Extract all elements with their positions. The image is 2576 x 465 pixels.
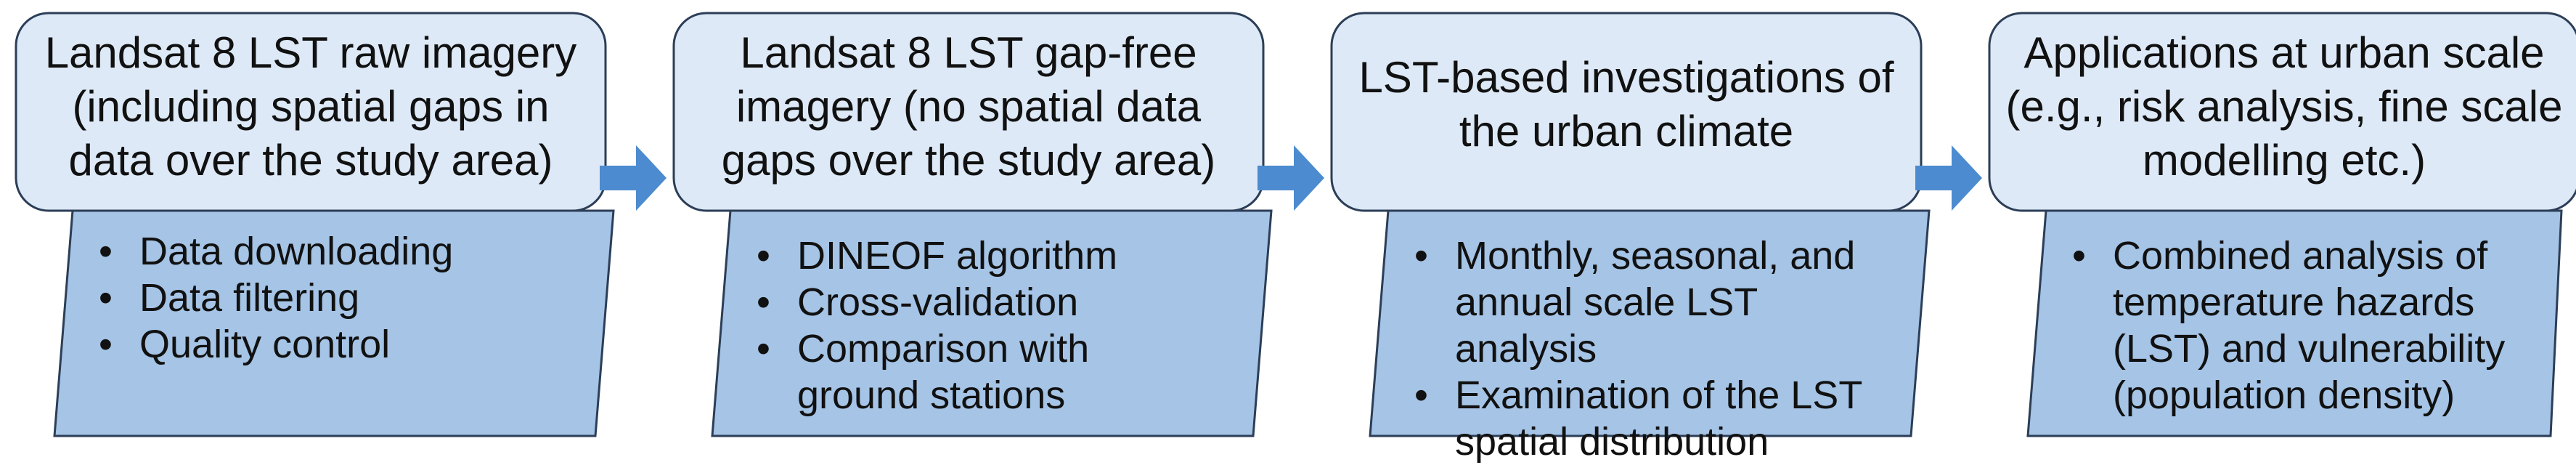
header-line: modelling etc.) — [2142, 136, 2426, 185]
bullet-item: Cross-validation — [752, 279, 1246, 326]
stage-4-header-box — [1988, 12, 2576, 212]
bullet-line: (LST) and vulnerability — [2113, 327, 2506, 371]
flow-arrow-icon — [1258, 145, 1324, 211]
bullet-item: Data downloading — [94, 228, 588, 275]
workflow-diagram: Landsat 8 LST raw imagery (including spa… — [0, 0, 2576, 452]
stage-1-header-box — [15, 12, 607, 212]
bullet-item: Quality control — [94, 321, 588, 368]
header-line: data over the study area) — [68, 136, 553, 185]
bullet-item: Monthly, seasonal, and annual scale LST … — [1410, 232, 1904, 372]
stage-4-header: Applications at urban scale (e.g., risk … — [1994, 26, 2575, 187]
stage-2-bullets: DINEOF algorithm Cross-validation Compar… — [752, 232, 1246, 418]
stage-3-header: LST-based investigations of the urban cl… — [1336, 51, 1917, 158]
stage-1-header: Landsat 8 LST raw imagery (including spa… — [20, 26, 601, 187]
bullet-line: (population density) — [2113, 373, 2455, 417]
bullet-line: spatial distribution — [1455, 420, 1769, 464]
stage-3: LST-based investigations of the urban cl… — [1316, 0, 1940, 464]
flow-arrow-icon — [600, 145, 667, 211]
bullet-line: annual scale LST analysis — [1455, 280, 1758, 371]
stage-4: Applications at urban scale (e.g., risk … — [1973, 0, 2576, 452]
stage-2-header: Landsat 8 LST gap-free imagery (no spati… — [678, 26, 1259, 187]
stage-2-header-box — [672, 12, 1265, 212]
bullet-line: Combined analysis of — [2113, 234, 2488, 278]
bullet-line: ground stations — [797, 373, 1066, 417]
stage-3-header-box — [1330, 12, 1923, 212]
bullet-line: Examination of the LST — [1455, 373, 1863, 417]
bullet-item: Comparison with ground stations — [752, 326, 1246, 418]
stage-2: Landsat 8 LST gap-free imagery (no spati… — [658, 0, 1282, 452]
header-line: imagery (no spatial data — [735, 82, 1202, 131]
stage-1: Landsat 8 LST raw imagery (including spa… — [0, 0, 624, 452]
bullet-item: Combined analysis of temperature hazards… — [2068, 232, 2561, 418]
flow-arrow-icon — [1915, 145, 1982, 211]
bullet-item: Examination of the LST spatial distribut… — [1410, 372, 1904, 465]
stage-3-bullets: Monthly, seasonal, and annual scale LST … — [1410, 232, 1904, 465]
header-line: LST-based investigations of — [1358, 53, 1894, 102]
stage-4-bullets: Combined analysis of temperature hazards… — [2068, 232, 2561, 418]
header-line: Landsat 8 LST gap-free — [740, 28, 1197, 77]
header-line: (including spatial gaps in — [72, 82, 550, 131]
bullet-line: Comparison with — [797, 327, 1090, 371]
bullet-item: DINEOF algorithm — [752, 232, 1246, 279]
stage-1-bullets: Data downloading Data filtering Quality … — [94, 228, 588, 368]
header-line: Landsat 8 LST raw imagery — [44, 28, 577, 77]
header-line: Applications at urban scale — [2023, 28, 2545, 77]
bullet-line: temperature hazards — [2113, 280, 2475, 324]
bullet-item: Data filtering — [94, 275, 588, 321]
header-line: gaps over the study area) — [721, 136, 1216, 185]
header-line: (e.g., risk analysis, fine scale — [2005, 82, 2563, 131]
bullet-line: Monthly, seasonal, and — [1455, 234, 1856, 278]
header-line: the urban climate — [1459, 107, 1794, 155]
